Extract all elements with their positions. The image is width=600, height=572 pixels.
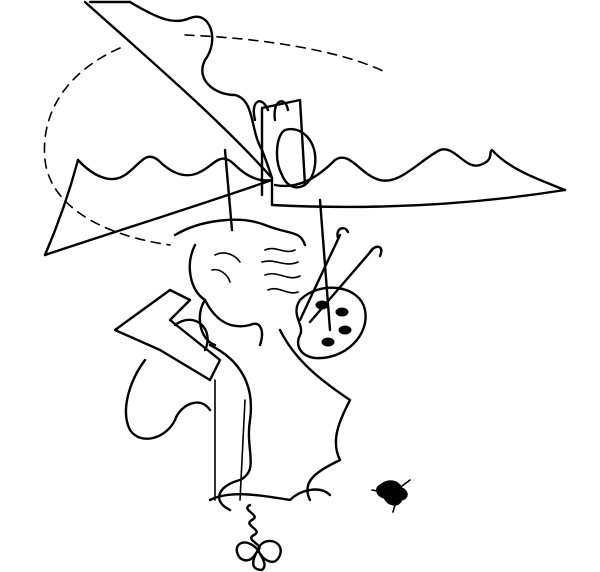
left-wing-blade (43, 155, 274, 257)
artist-figure (113, 218, 352, 512)
spring-legs (246, 503, 261, 552)
paint-palette (295, 227, 383, 360)
paint-dab (338, 325, 352, 335)
paint-dab (321, 337, 335, 347)
dashed-orbit-ellipse (43, 34, 386, 246)
right-wing-blade (270, 148, 567, 209)
bow-feet (235, 539, 282, 572)
small-bug (371, 479, 411, 513)
upper-wing-blade (83, 0, 274, 180)
easel-frame (223, 98, 332, 332)
paint-dab (335, 307, 349, 317)
